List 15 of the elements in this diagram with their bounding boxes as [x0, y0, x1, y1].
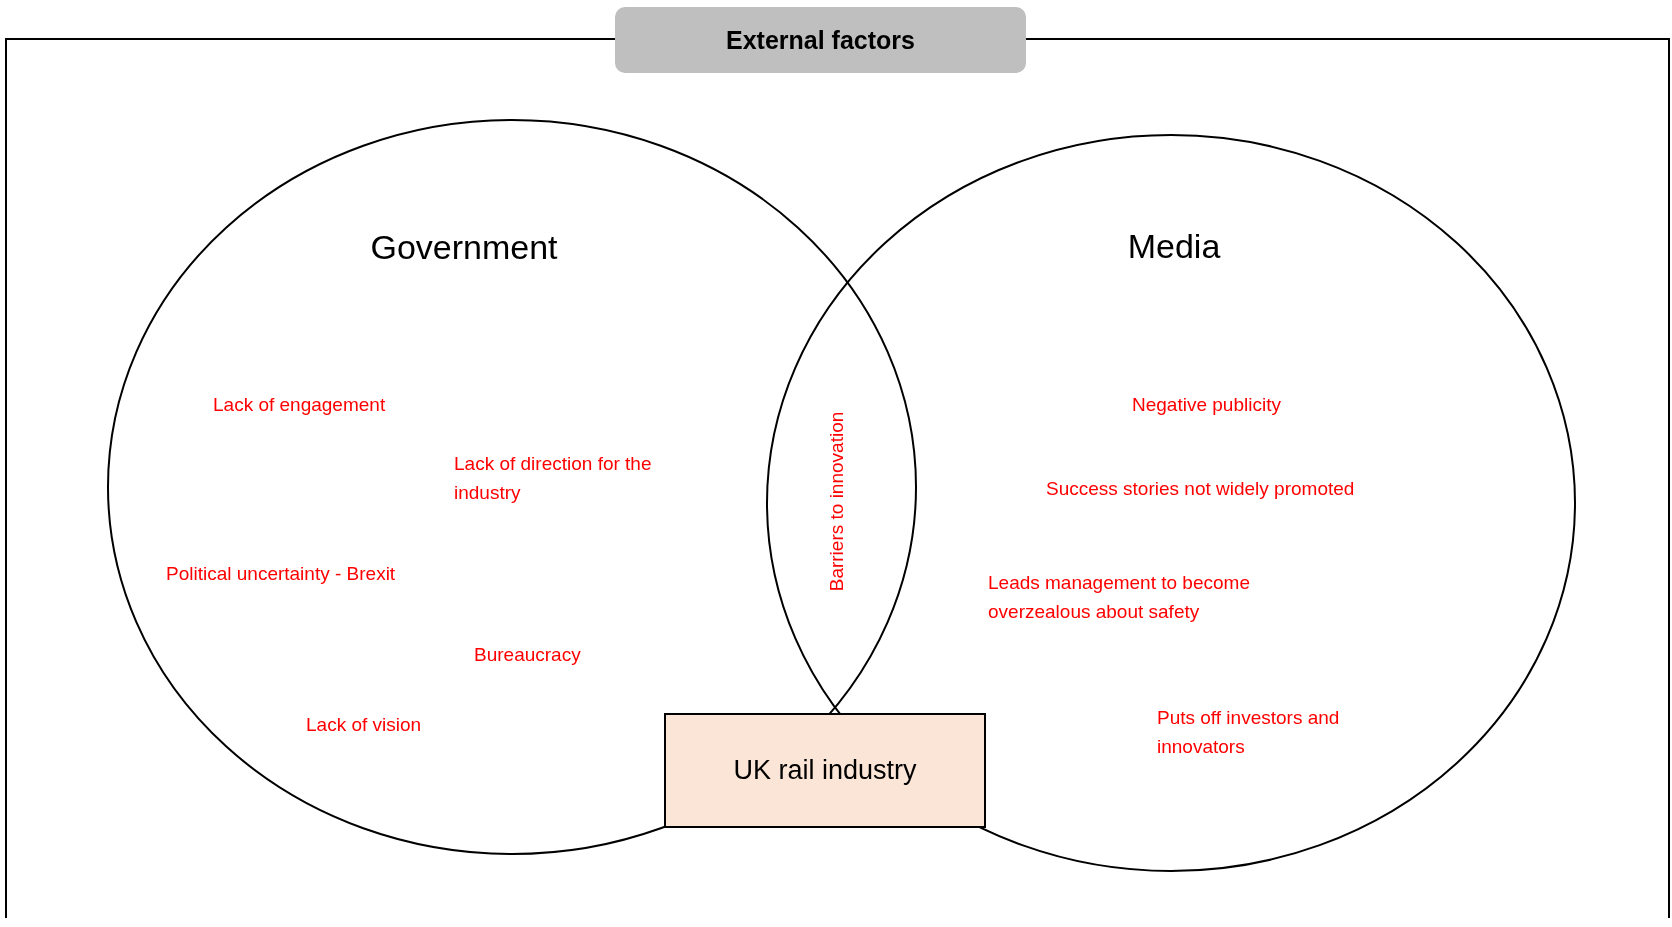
circle-heading: Media	[1127, 227, 1221, 266]
factor-text: Negative publicity	[1132, 393, 1282, 417]
circle-heading: Government	[370, 228, 558, 267]
factor-text: Lack of vision	[306, 713, 423, 737]
factor-text: Puts off investors and innovators	[1157, 706, 1341, 759]
heading-tab: External factors	[615, 7, 1026, 73]
factor-text: Bureaucracy	[474, 643, 582, 667]
factor-text: Political uncertainty - Brexit	[166, 562, 397, 586]
factor-text: Lack of engagement	[213, 393, 387, 417]
venn-circle	[107, 119, 917, 855]
overlap-text: Barriers to innovation	[825, 411, 849, 591]
factor-text: Lack of direction for the industry	[454, 452, 653, 505]
factor-text: Success stories not widely promoted	[1046, 477, 1356, 501]
rail-industry-box: UK rail industry	[664, 713, 986, 828]
factor-text: Leads management to become overzealous about safety	[988, 571, 1251, 624]
